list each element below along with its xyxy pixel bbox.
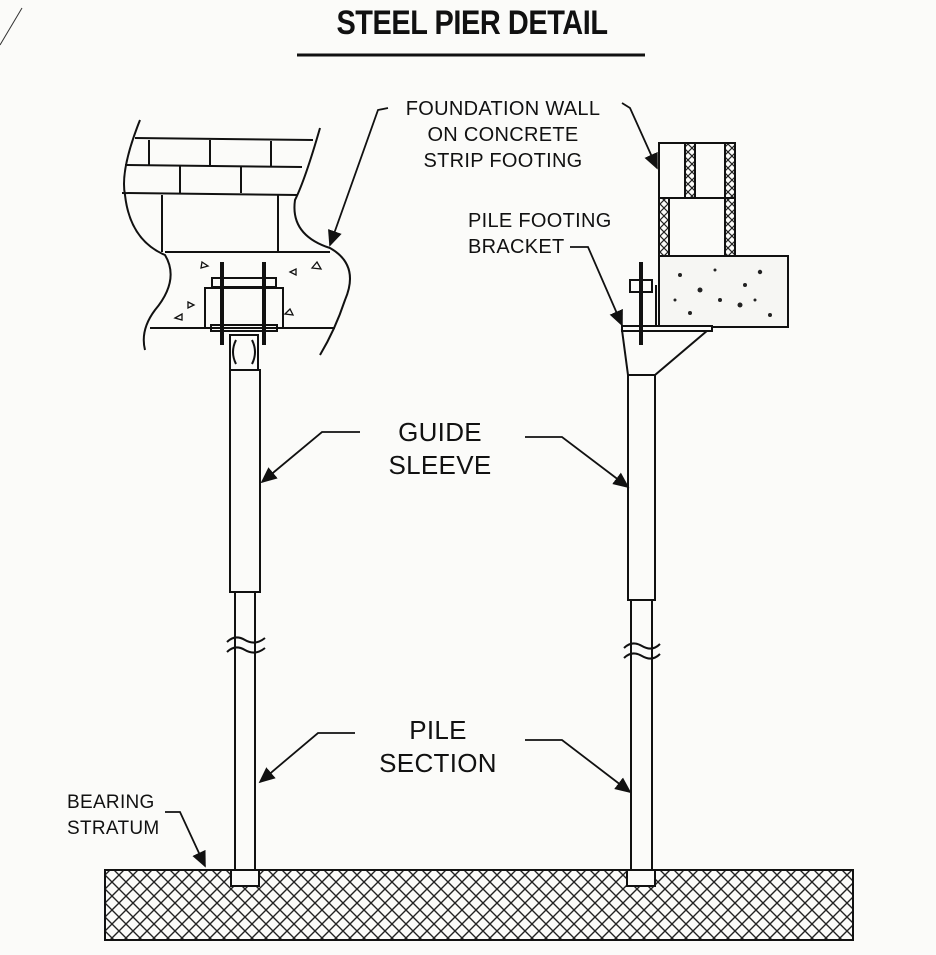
label-line: SLEEVE <box>388 450 492 480</box>
label-pile-footing-bracket: PILE FOOTING BRACKET <box>468 208 612 260</box>
label-guide-sleeve: GUIDE SLEEVE <box>389 416 492 482</box>
label-line: GUIDE <box>398 417 482 447</box>
label-line: FOUNDATION WALL <box>405 98 601 120</box>
right-wall-section <box>620 142 789 376</box>
leader-lines <box>165 102 658 868</box>
label-line: PILE <box>409 715 467 745</box>
left-wall-section <box>121 119 351 371</box>
label-line: PILE FOOTING <box>468 210 612 232</box>
label-line: SECTION <box>379 748 497 778</box>
bearing-stratum-hatch <box>104 869 854 941</box>
label-line: STRIP FOOTING <box>423 150 583 172</box>
label-line: BRACKET <box>468 236 565 258</box>
label-foundation-wall: FOUNDATION WALL ON CONCRETE STRIP FOOTIN… <box>406 96 601 174</box>
label-pile-section: PILE SECTION <box>379 714 497 780</box>
right-pile <box>623 374 661 887</box>
label-line: STRATUM <box>67 818 160 839</box>
left-pile <box>226 369 266 887</box>
label-bearing-stratum: BEARING STRATUM <box>67 790 160 842</box>
page-title: STEEL PIER DETAIL <box>336 4 608 42</box>
label-line: BEARING <box>67 792 155 813</box>
label-line: ON CONCRETE <box>427 124 579 146</box>
